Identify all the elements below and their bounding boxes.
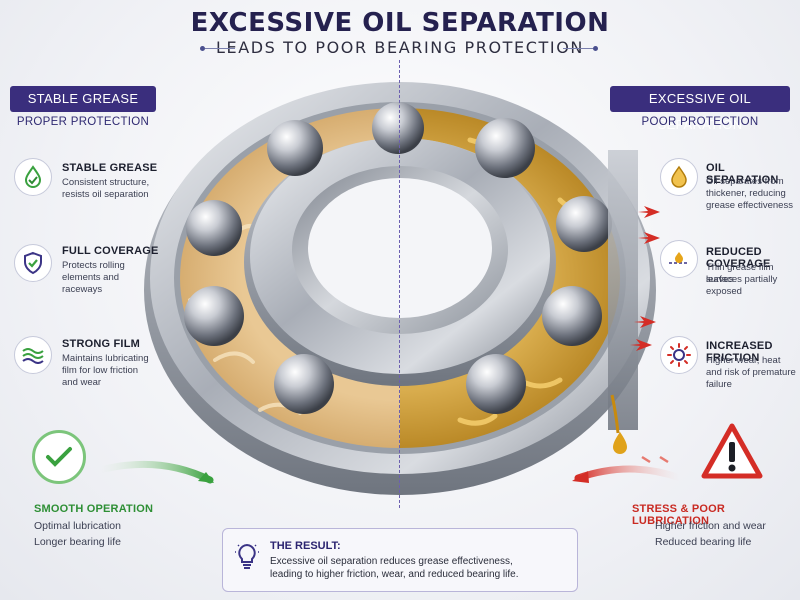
check-circle-icon	[32, 430, 86, 484]
shield-check-icon	[14, 244, 52, 282]
right-bottom-line: Higher friction and wear	[655, 520, 766, 532]
feature-desc-line: surfaces partially	[706, 274, 778, 285]
feature-title: INCREASED FRICTION	[706, 340, 773, 364]
feature-desc-line: grease effectiveness	[706, 200, 793, 211]
ball	[267, 120, 323, 176]
lightbulb-icon	[235, 543, 259, 569]
feature-desc-line: film for low friction	[62, 365, 139, 376]
ball	[556, 196, 612, 252]
oil-drop-icon	[613, 432, 627, 454]
result-line: leading to higher friction, wear, and re…	[270, 569, 519, 580]
inner-ring-hole	[308, 178, 492, 318]
right-bottom-title: STRESS & POOR LUBRICATION	[632, 503, 726, 527]
title-rule-right	[563, 46, 598, 51]
balls-left	[184, 102, 424, 414]
feature-desc-line: Thin grease film leaves	[706, 262, 774, 285]
left-panel-subheader: PROPER PROTECTION	[16, 116, 150, 128]
result-title: THE RESULT:	[270, 540, 341, 552]
feature-desc-line: exposed	[706, 286, 742, 297]
right-bottom-line: Reduced bearing life	[655, 536, 752, 548]
red-pressure-arrows	[630, 206, 660, 351]
feature-title: REDUCED COVERAGE	[706, 246, 771, 270]
feature-desc-line: elements and	[62, 272, 120, 283]
red-swoosh-arrow	[574, 465, 684, 482]
result-text: Excessive oil separation reduces grease …	[270, 555, 570, 581]
feature-desc-line: Oil separates from	[706, 176, 784, 187]
feature-desc-line: thickener, reducing	[706, 188, 786, 199]
right-panel-subheader: POOR PROTECTION	[641, 116, 759, 128]
feature-title: STRONG FILM	[62, 338, 140, 350]
ball	[372, 102, 424, 154]
page-subtitle: LEADS TO POOR BEARING PROTECTION	[215, 38, 584, 57]
feature-desc-line: and risk of premature	[706, 367, 796, 378]
feature-desc-line: Maintains lubricating	[62, 353, 149, 364]
feature-desc-line: and wear	[62, 377, 102, 388]
feature-desc-line: Consistent structure,	[62, 177, 150, 188]
green-swoosh-arrow	[96, 460, 214, 484]
left-bottom-line: Longer bearing life	[34, 536, 121, 548]
grease-drop-check-icon	[14, 158, 52, 196]
result-box	[222, 528, 578, 592]
ball	[542, 286, 602, 346]
ball	[186, 200, 242, 256]
left-bottom-title: SMOOTH OPERATION	[34, 503, 154, 515]
feature-desc-line: failure	[706, 379, 732, 390]
ball	[274, 354, 334, 414]
feature-title: OIL SEPARATION	[706, 162, 779, 186]
feature-desc-line: resists oil separation	[62, 189, 149, 200]
result-line: Excessive oil separation reduces grease …	[270, 556, 513, 567]
feature-title: STABLE GREASE	[62, 162, 158, 174]
ball	[466, 354, 526, 414]
left-panel-header: STABLE GREASE	[10, 86, 156, 112]
wave-film-icon	[14, 336, 52, 374]
cutaway-edge	[608, 150, 638, 430]
feature-desc-line: Higher wear, heat	[706, 355, 781, 366]
oil-drop-icon	[660, 158, 698, 196]
balls-right	[466, 118, 612, 414]
warning-triangle-icon	[701, 423, 763, 479]
oil-drip-stream	[610, 394, 620, 434]
title-rule-left	[200, 46, 235, 51]
center-divider	[399, 60, 400, 508]
feature-desc-line: Protects rolling	[62, 260, 125, 271]
feature-desc-line: raceways	[62, 284, 103, 295]
left-bottom-line: Optimal lubrication	[34, 520, 121, 532]
ball	[184, 286, 244, 346]
thin-film-icon	[660, 240, 698, 278]
feature-title: FULL COVERAGE	[62, 245, 159, 257]
page-title: EXCESSIVE OIL SEPARATION	[190, 8, 610, 38]
right-panel-header: EXCESSIVE OIL SEPARATION	[610, 86, 790, 132]
ball	[475, 118, 535, 178]
friction-gear-icon	[660, 336, 698, 374]
